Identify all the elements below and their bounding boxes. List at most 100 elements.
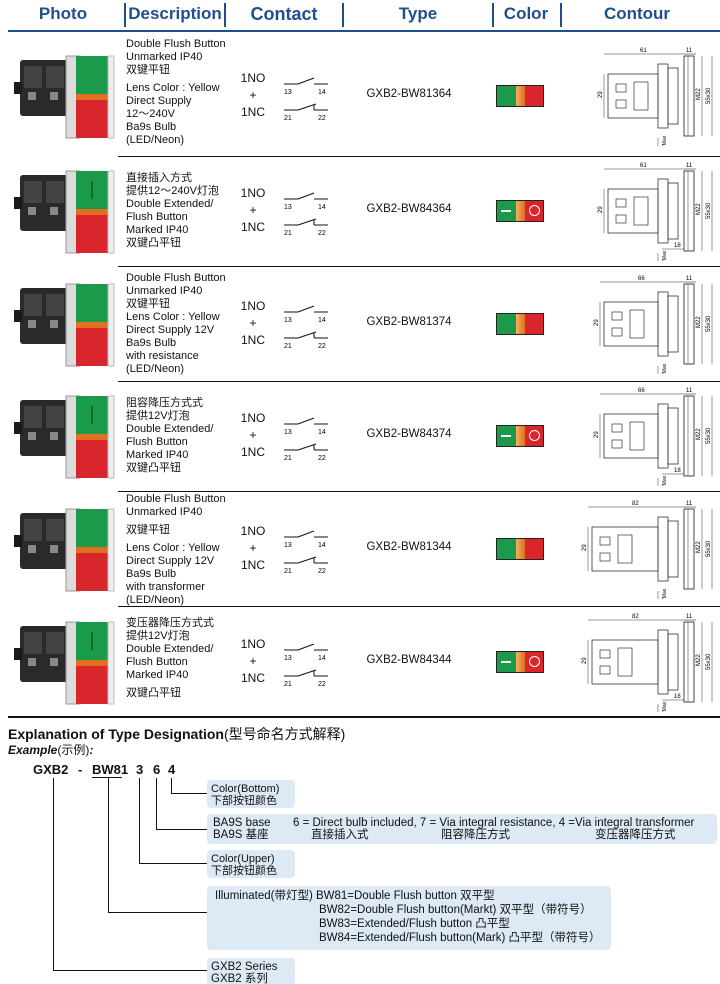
header-color: Color <box>503 4 549 23</box>
description-line: Direct Supply 12V <box>126 555 215 567</box>
swatch-green <box>497 86 516 106</box>
terminal-label: 21 <box>284 681 292 688</box>
contact-line: + <box>249 315 257 330</box>
contact-config: 1NO+1NC <box>236 523 270 574</box>
header-divider <box>124 3 126 27</box>
table-bottom-rule <box>8 716 720 718</box>
contact-line: + <box>249 540 257 555</box>
contact-line: + <box>249 203 257 217</box>
base-option-cn: 直接插入式 <box>311 829 369 841</box>
contact-line: 1NO <box>240 637 266 651</box>
explanation-title-cn: (型号命名方式解释) <box>223 726 346 742</box>
terminal-label: 14 <box>318 204 326 211</box>
terminal-label: 22 <box>318 568 326 575</box>
box-line: BA9S 基座 <box>213 829 269 841</box>
product-photo <box>14 52 118 140</box>
terminal-label: 13 <box>284 89 292 96</box>
description-line: 12～240V <box>126 108 175 120</box>
example-label-cn: (示例) <box>57 743 90 757</box>
swatch-orange <box>515 652 525 672</box>
terminal-label: 13 <box>284 429 292 436</box>
base-option-cn: 变压器降压方式 <box>595 829 676 841</box>
contact-config: 1NO+1NC <box>236 185 270 236</box>
connector-line <box>171 793 207 794</box>
dim-thread: M22 <box>696 654 702 666</box>
contact-line: + <box>249 428 257 442</box>
terminal-label: 14 <box>318 542 326 549</box>
dim-size: 55x30 <box>706 87 712 104</box>
header-contact: Contact <box>250 3 318 24</box>
dim-length: 61 <box>640 48 647 54</box>
dim-height: 29 <box>598 206 604 213</box>
description-line: 双键凸平钮 <box>126 462 181 474</box>
dim-size: 55x30 <box>706 314 712 331</box>
swatch-red <box>524 426 543 446</box>
description-line: Unmarked IP40 <box>126 51 203 63</box>
color-swatch <box>496 425 544 447</box>
type-code: GXB2-BW84374 <box>366 428 452 440</box>
type-code: GXB2-BW81344 <box>366 540 452 553</box>
minus-icon <box>501 661 511 663</box>
contact-line: 1NC <box>240 105 265 119</box>
description-line: Lens Color : Yellow <box>126 82 220 94</box>
header-description: Description <box>128 4 222 23</box>
description-line: 阻容降压方式式 <box>126 397 203 409</box>
dim-height: 29 <box>598 91 604 98</box>
code-series: GXB2 <box>33 762 69 777</box>
code-illuminated: BW81 <box>92 762 129 777</box>
dim-bezel: 11 <box>686 163 693 169</box>
row-divider <box>118 156 720 157</box>
description-line: (LED/Neon) <box>126 134 185 146</box>
terminal-label: 21 <box>284 343 292 350</box>
box-line: Color(Bottom) <box>211 783 280 795</box>
description-line: 变压器降压方式式 <box>126 616 214 629</box>
contact-line: 1NC <box>240 557 265 572</box>
dim-height: 29 <box>582 543 588 550</box>
dim-length: 61 <box>640 163 647 169</box>
terminal-label: 14 <box>318 429 326 436</box>
contact-line: 1NC <box>240 332 265 347</box>
button-photo-image <box>14 395 115 479</box>
swatch-green <box>497 201 516 221</box>
header-contour: Contour <box>603 4 671 23</box>
swatch-red <box>524 201 543 221</box>
terminal-label: 22 <box>318 115 326 122</box>
dim-max: 7Max <box>662 250 668 261</box>
terminal-label: 13 <box>284 655 292 662</box>
dim-length: 66 <box>638 388 645 394</box>
description-line: Flush Button <box>126 211 188 223</box>
terminal-label: 21 <box>284 568 292 575</box>
description-line: Marked IP40 <box>126 224 189 236</box>
swatch-orange <box>515 538 525 559</box>
row-divider <box>118 266 720 267</box>
box-line: BA9S base <box>213 817 271 829</box>
swatch-red <box>524 86 543 106</box>
contact-config: 1NO+1NC <box>236 636 270 687</box>
description-line: Double Extended/ <box>126 198 214 210</box>
circle-icon <box>528 656 540 667</box>
contact-config: 1NO+1NC <box>236 298 270 349</box>
description-line: (LED/Neon) <box>126 594 185 606</box>
description-line: Flush Button <box>126 655 188 668</box>
type-code: GXB2-BW84344 <box>366 654 452 666</box>
dim-size: 55x30 <box>706 427 712 444</box>
contact-line: 1NC <box>240 445 265 459</box>
contact-line: 1NO <box>240 186 266 200</box>
table-header: Photo Description Contact Type Color Con… <box>0 0 720 32</box>
terminal-label: 22 <box>318 681 326 688</box>
